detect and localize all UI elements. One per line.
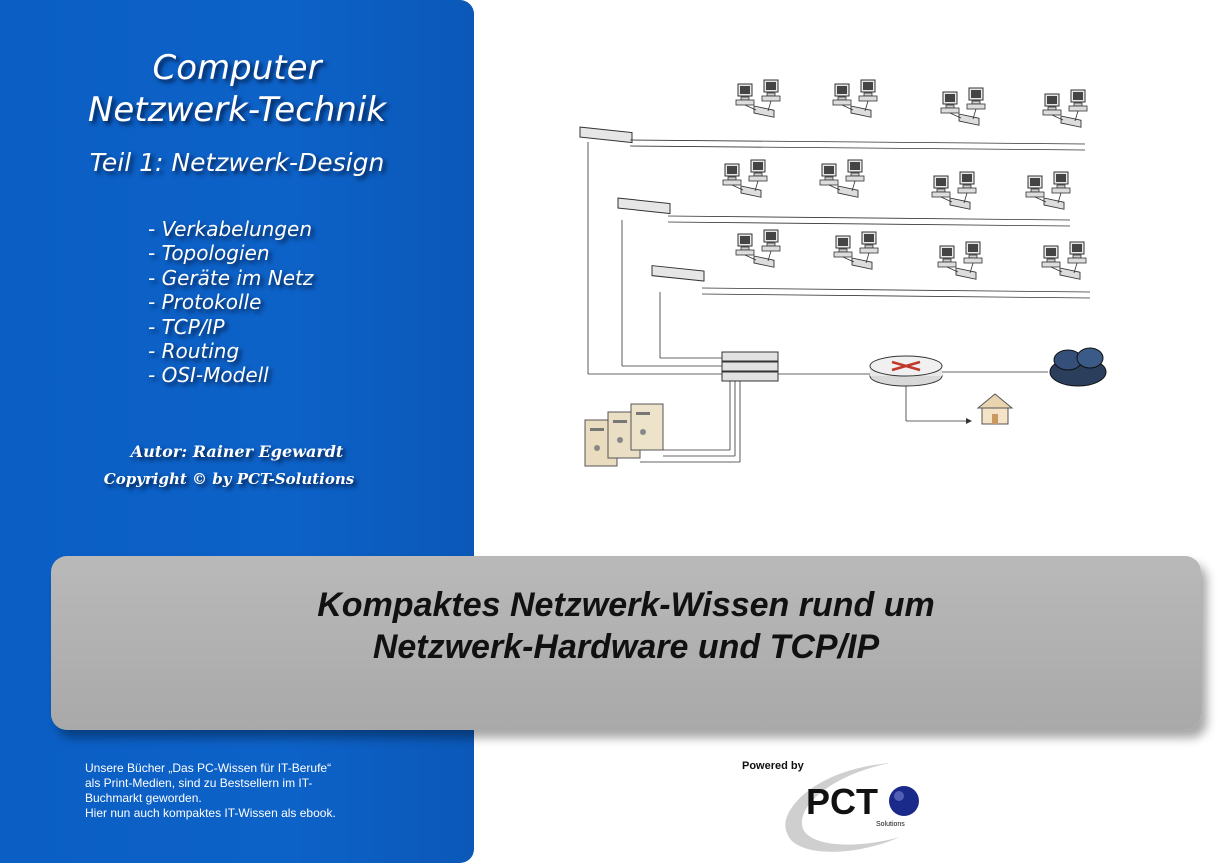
- powered-by-label: Powered by: [742, 760, 804, 772]
- author-line: Autor: Rainer Egewardt: [130, 442, 344, 461]
- headline-banner: Kompaktes Netzwerk-Wissen rund um Netzwe…: [51, 556, 1201, 730]
- network-diagram: [579, 70, 1107, 467]
- topic-item: - Protokolle: [148, 290, 262, 315]
- headline-line1: Kompaktes Netzwerk-Wissen rund um: [317, 586, 935, 624]
- cover-title-line1: Computer: [152, 48, 322, 88]
- hub-row3: [651, 265, 1091, 299]
- pc-cluster-row1: [736, 80, 1087, 127]
- internet-cloud: [1049, 347, 1107, 387]
- cover-panel: Computer Netzwerk-Technik Teil 1: Netzwe…: [0, 0, 474, 863]
- topic-item: - Geräte im Netz: [148, 265, 314, 290]
- switch-stack: [721, 351, 779, 382]
- router: [869, 355, 943, 387]
- topic-list: - Verkabelungen - Topologien - Geräte im…: [148, 217, 313, 388]
- copyright-line: Copyright © by PCT-Solutions: [103, 470, 355, 488]
- cover-subtitle: Teil 1: Netzwerk-Design: [89, 148, 385, 177]
- hub-row2: [617, 197, 1071, 227]
- headline-line2: Netzwerk-Hardware und TCP/IP: [372, 628, 880, 666]
- topic-item: - TCP/IP: [148, 314, 225, 339]
- topic-item: - Topologien: [148, 241, 270, 266]
- footer-line: Hier nun auch kompaktes IT-Wissen als eb…: [85, 806, 336, 820]
- footer-blurb: Unsere Bücher „Das PC-Wissen für IT-Beru…: [85, 761, 425, 821]
- house-icon: [976, 393, 1014, 425]
- footer-line: Unsere Bücher „Das PC-Wissen für IT-Beru…: [85, 761, 332, 775]
- logo-sub-text: Solutions: [876, 821, 905, 828]
- cover-title-line2: Netzwerk-Technik: [87, 90, 387, 130]
- server-group: [584, 403, 664, 467]
- pc-cluster-row3: [736, 230, 1086, 279]
- topic-item: - Routing: [148, 339, 240, 364]
- footer-line: Buchmarkt geworden.: [85, 791, 202, 805]
- hub-row1: [579, 126, 1086, 151]
- pc-cluster-row2: [723, 160, 1070, 209]
- footer-line: als Print-Medien, sind zu Bestsellern im…: [85, 776, 313, 790]
- topic-item: - Verkabelungen: [148, 217, 313, 241]
- pct-solutions-logo: PCT Solutions: [785, 763, 919, 852]
- topic-item: - OSI-Modell: [148, 363, 269, 388]
- logo-brand-text: PCT: [806, 781, 878, 822]
